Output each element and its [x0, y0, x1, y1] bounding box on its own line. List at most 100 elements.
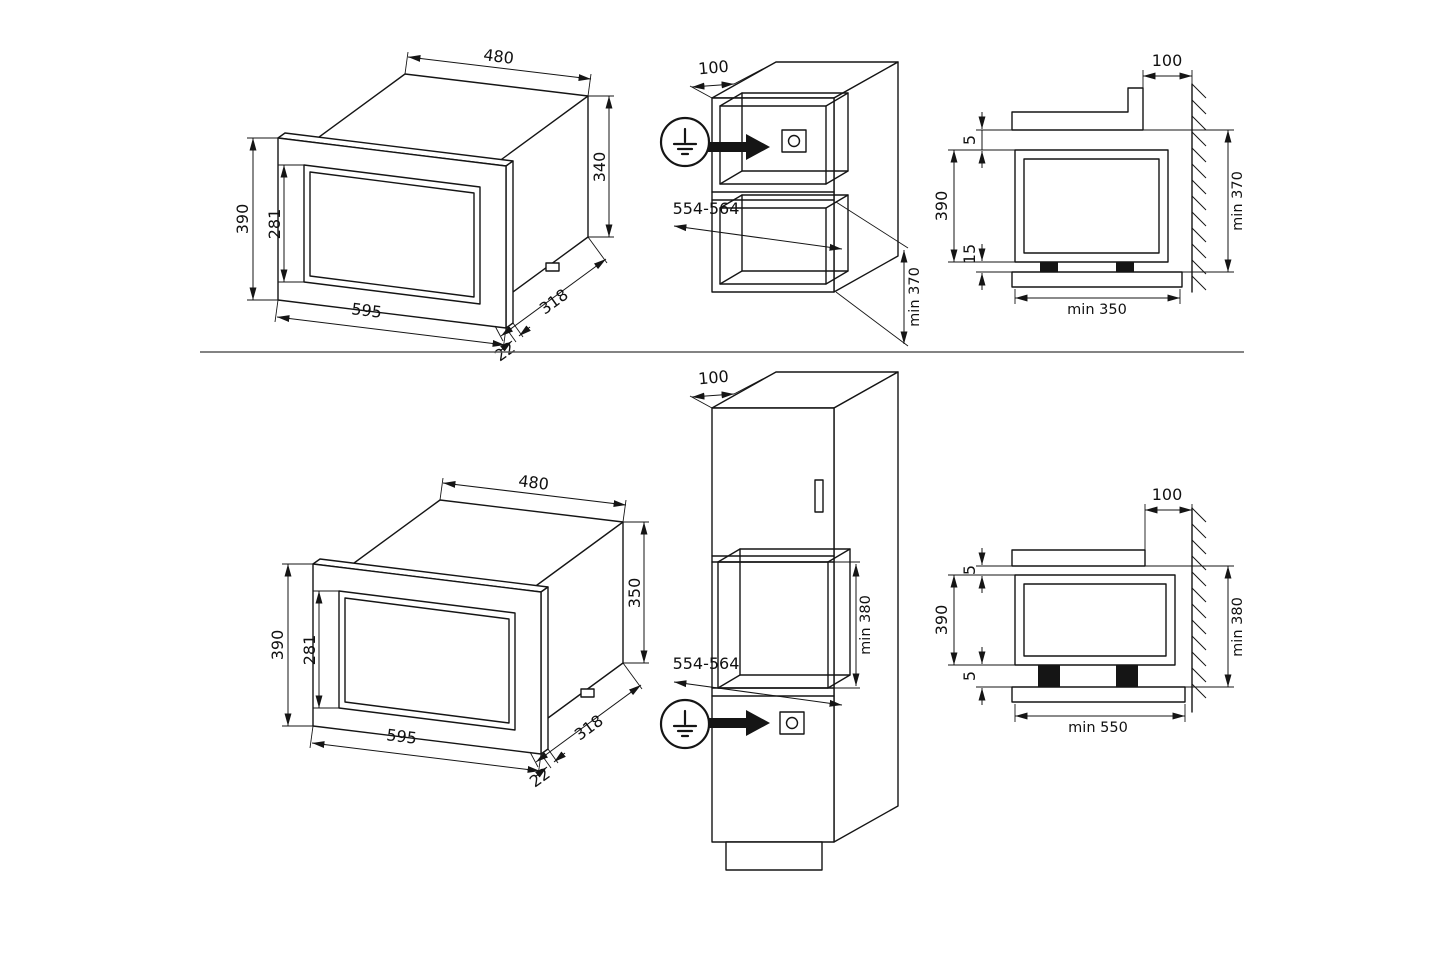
dim-label-door-height: 281: [300, 635, 319, 666]
dim-niche-height: min 380: [830, 561, 874, 689]
dim-frame-width: 595: [309, 725, 542, 777]
oven-isometric-bottom-view: 480 390 281 350 595: [268, 471, 649, 791]
column-plinth: [725, 841, 823, 871]
dim-door-height: 281: [265, 164, 304, 283]
column-front-face: [711, 407, 835, 843]
power-socket-hole: [785, 716, 799, 730]
dim-door-height: 281: [300, 590, 339, 709]
wall-hatching: [1191, 507, 1207, 699]
oven-front-frame: [312, 558, 549, 755]
oven-foot: [580, 688, 595, 698]
socket-pointer-arrow-icon: [708, 134, 770, 160]
dim-label-body-height: 350: [625, 578, 644, 609]
dim-cabinet-top-depth: 100: [689, 57, 777, 99]
dim-bottom-clearance: 15: [960, 244, 1012, 290]
dim-frame-height: 390: [233, 137, 278, 301]
dim-rear-gap: 100: [1142, 51, 1193, 88]
dim-rear-gap: 100: [1144, 485, 1193, 550]
dim-label-frame-height: 390: [233, 204, 252, 235]
dim-label-top-width: 480: [482, 45, 515, 68]
oven-section-outer: [1014, 149, 1169, 263]
top-shelf-board: [1011, 87, 1144, 131]
power-socket-hole: [787, 134, 801, 148]
dim-frame-width: 595: [274, 299, 507, 351]
cabinet-right-face: [833, 61, 899, 293]
dim-label-section-niche-height: min 380: [1230, 597, 1246, 657]
side-section-top-view: 100 5 390 15 min 370: [932, 51, 1246, 318]
dim-label-niche-height: min 370: [907, 267, 923, 327]
oven-door-glass-inner: [309, 171, 475, 298]
power-socket: [779, 711, 805, 735]
dim-label-rear-gap: 100: [1152, 485, 1183, 504]
dim-label-bottom-clearance: 5: [960, 671, 979, 681]
dim-label-top-clearance: 5: [960, 135, 979, 145]
socket-pointer-arrow-icon: [708, 710, 770, 736]
dim-label-niche-depth: min 350: [1067, 302, 1127, 318]
dim-oven-height: 390: [932, 575, 1015, 666]
dim-label-niche-depth: min 550: [1068, 720, 1128, 736]
power-socket: [781, 129, 807, 153]
dim-body-height: 350: [623, 521, 649, 664]
oven-foot-left: [1040, 262, 1058, 272]
dim-cabinet-top-depth: 100: [689, 367, 777, 409]
dim-top-clearance: 5: [948, 112, 1015, 168]
dim-label-frame-height: 390: [268, 630, 287, 661]
oven-foot-left: [1038, 665, 1060, 687]
wall: [1191, 507, 1207, 713]
wall: [1191, 83, 1207, 293]
oven-section-inner: [1023, 583, 1167, 657]
dim-label-top-width: 480: [517, 471, 550, 494]
dim-label-oven-height: 390: [932, 605, 951, 636]
door-handle: [814, 479, 824, 513]
bottom-shelf-board: [1011, 271, 1183, 288]
dim-label-cabinet-top-depth: 100: [697, 57, 729, 79]
earth-connection: [659, 116, 770, 168]
dim-niche-width: 554-564: [673, 199, 843, 251]
dim-label-niche-height: min 380: [858, 595, 874, 655]
side-section-bottom-view: 100 5 390 5 min 380: [932, 485, 1246, 736]
dim-label-top-clearance: 5: [960, 565, 979, 575]
dim-label-bottom-clearance: 15: [960, 244, 979, 264]
tall-unit-view: 100 554-564 min 380: [659, 367, 899, 871]
dim-label-cabinet-top-depth: 100: [697, 367, 729, 389]
dim-label-body-depth: 318: [536, 285, 572, 318]
dim-top-width: 480: [439, 471, 627, 523]
oven-section-outer: [1014, 574, 1176, 666]
oven-door-glass-inner: [344, 597, 510, 724]
wall-hatching: [1191, 83, 1207, 291]
dim-body-height: 340: [588, 95, 614, 238]
oven-section-inner: [1023, 158, 1160, 254]
oven-door-glass-outer: [303, 164, 481, 305]
dim-oven-height: 390: [932, 150, 1015, 263]
bottom-shelf-board: [1011, 686, 1186, 703]
dim-top-width: 480: [404, 45, 592, 97]
dim-top-clearance: 5: [948, 548, 1015, 593]
wall-unit-top-view: 100 554-564 min 370: [659, 57, 923, 347]
oven-isometric-top-view: 480 390 281 340 595: [233, 45, 614, 365]
dim-section-niche-height: min 370: [1143, 129, 1246, 273]
dim-label-body-height: 340: [590, 152, 609, 183]
oven-door-glass-outer: [338, 590, 516, 731]
dim-label-niche-width: 554-564: [673, 654, 740, 673]
dim-label-frame-depth: 22: [526, 764, 554, 791]
dim-bottom-clearance: 5: [960, 647, 1012, 705]
dim-label-body-depth: 318: [571, 711, 607, 744]
dim-label-frame-width: 595: [385, 725, 418, 748]
dim-section-niche-height: min 380: [1145, 565, 1246, 688]
dim-frame-height: 390: [268, 563, 313, 727]
oven-front-frame: [277, 132, 514, 329]
dim-niche-depth: min 350: [1014, 289, 1181, 318]
dim-label-frame-width: 595: [350, 299, 383, 322]
dim-niche-width: 554-564: [673, 654, 843, 707]
oven-foot-right: [1116, 262, 1134, 272]
dim-label-section-niche-height: min 370: [1230, 171, 1246, 231]
oven-foot-right: [1116, 665, 1138, 687]
oven-foot: [545, 262, 560, 272]
dim-label-niche-width: 554-564: [673, 199, 740, 218]
dim-niche-height: min 370: [835, 201, 923, 347]
dim-label-door-height: 281: [265, 209, 284, 240]
dim-label-rear-gap: 100: [1152, 51, 1183, 70]
dim-label-oven-height: 390: [932, 191, 951, 222]
